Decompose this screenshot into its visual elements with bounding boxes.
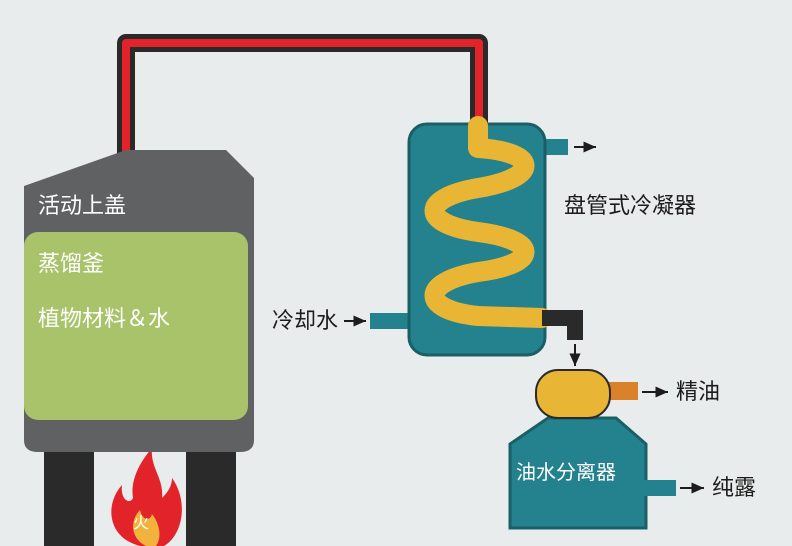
fire-icon [111,448,182,546]
fire-label: 火 [133,513,150,532]
condenser-coil [424,116,552,328]
vapor-pipe [117,34,488,160]
separator-body [508,416,648,530]
hydrosol-label: 纯露 [712,476,757,501]
contents-label: 植物材料＆水 [38,307,171,332]
oil-outlet-pipe [604,382,638,400]
cooling-water-label: 冷却水 [272,309,339,334]
condenser-label: 盘管式冷凝器 [564,194,697,219]
still-leg-right [186,446,236,546]
still-leg-left [44,446,94,546]
condensate-outlet-pipe [542,310,583,340]
still-contents [24,232,248,420]
lid-label: 活动上盖 [38,194,127,219]
essential-oil-label: 精油 [676,380,721,405]
still-label: 蒸馏釜 [38,252,105,277]
separator-label: 油水分离器 [516,460,616,484]
cooling-water-inlet-pipe [370,313,418,329]
hydrosol-outlet-pipe [644,480,676,496]
oil-collector [535,369,611,419]
